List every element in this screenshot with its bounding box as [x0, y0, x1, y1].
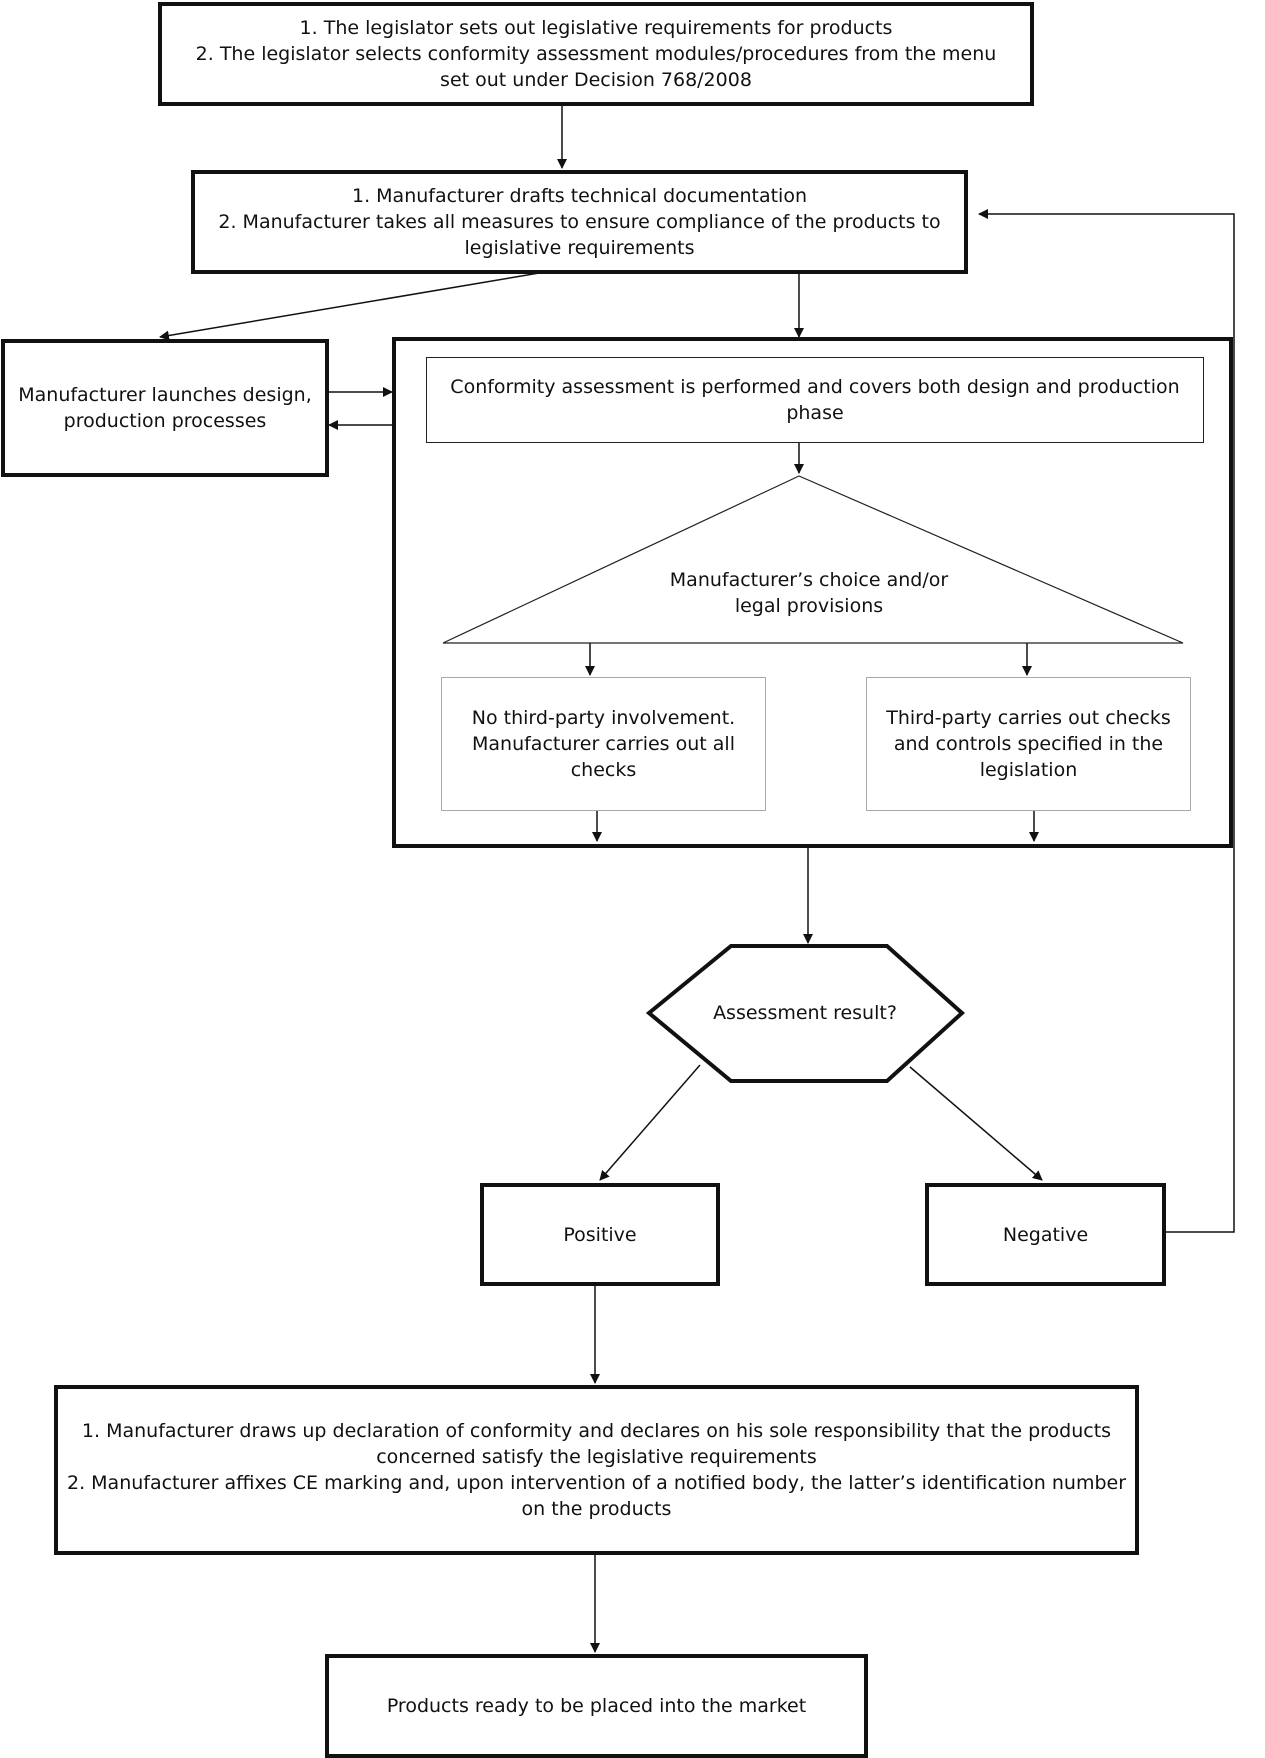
decision-hexagon	[645, 944, 965, 1083]
no-third-party-line-3: checks	[570, 759, 637, 781]
negative-box: Negative	[925, 1183, 1166, 1286]
declaration-line-4: on the products	[521, 1498, 672, 1520]
documentation-line-2: 2. Manufacturer takes all measures to en…	[218, 211, 941, 233]
no-third-party-line-1: No third-party involvement.	[471, 707, 736, 729]
decision-label: Assessment result?	[713, 1002, 897, 1024]
arrow-decision-to-negative	[909, 1066, 1043, 1181]
third-party-line-2: and controls specified in the	[893, 733, 1164, 755]
third-party-line-1: Third-party carries out checks	[886, 707, 1171, 729]
arrow-docs-to-launch	[159, 271, 546, 341]
documentation-line-1: 1. Manufacturer drafts technical documen…	[351, 185, 807, 207]
choice-line-1: Manufacturer’s choice and/or	[669, 569, 949, 591]
products-ready-box: Products ready to be placed into the mar…	[325, 1654, 868, 1758]
legislator-line-1: 1. The legislator sets out legislative r…	[299, 17, 893, 39]
launch-design-box: Manufacturer launches design, production…	[1, 339, 329, 477]
arrow-decision-to-positive	[599, 1064, 701, 1181]
legislator-box: 1. The legislator sets out legislative r…	[158, 2, 1034, 106]
choice-line-2: legal provisions	[734, 595, 884, 617]
conformity-assessment-box: Conformity assessment is performed and c…	[426, 357, 1204, 443]
declaration-line-3: 2. Manufacturer affixes CE marking and, …	[66, 1472, 1127, 1494]
declaration-line-2: concerned satisfy the legislative requir…	[376, 1446, 817, 1468]
third-party-box: Third-party carries out checks and contr…	[866, 677, 1191, 811]
declaration-line-1: 1. Manufacturer draws up declaration of …	[81, 1420, 1112, 1442]
choice-label: Manufacturer’s choice and/or legal provi…	[609, 565, 1009, 621]
no-third-party-line-2: Manufacturer carries out all	[472, 733, 735, 755]
conformity-line-2: phase	[786, 402, 844, 424]
products-ready-label: Products ready to be placed into the mar…	[386, 1695, 807, 1717]
positive-box: Positive	[480, 1183, 720, 1286]
manufacturer-documentation-box: 1. Manufacturer drafts technical documen…	[191, 170, 968, 274]
third-party-line-3: legislation	[979, 759, 1078, 781]
launch-line-1: Manufacturer launches design,	[18, 384, 312, 406]
declaration-box: 1. Manufacturer draws up declaration of …	[54, 1385, 1139, 1555]
no-third-party-box: No third-party involvement. Manufacturer…	[441, 677, 766, 811]
assessment-frame	[392, 337, 1233, 848]
legislator-line-3: set out under Decision 768/2008	[440, 69, 752, 91]
arrow-negative-feedback-loop	[978, 209, 1235, 1233]
conformity-line-1: Conformity assessment is performed and c…	[450, 376, 1180, 398]
choice-triangle	[442, 475, 1184, 644]
positive-label: Positive	[563, 1223, 637, 1246]
negative-label: Negative	[1002, 1223, 1089, 1246]
launch-line-2: production processes	[63, 410, 267, 432]
legislator-line-2: 2. The legislator selects conformity ass…	[195, 43, 997, 65]
documentation-line-3: legislative requirements	[464, 237, 695, 259]
